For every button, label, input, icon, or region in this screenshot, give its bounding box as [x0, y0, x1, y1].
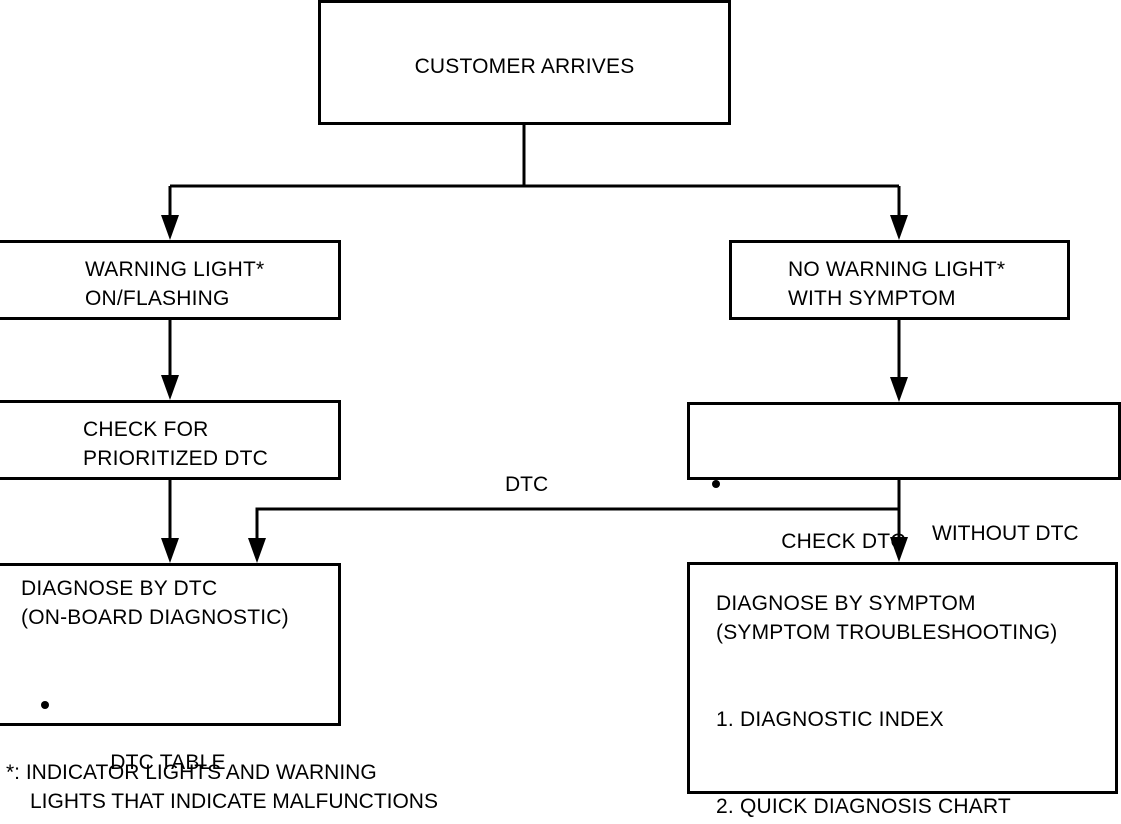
list-item: DTC TABLE	[35, 690, 276, 806]
node-diagnose-by-symptom[interactable]: DIAGNOSE BY SYMPTOM (SYMPTOM TROUBLESHOO…	[687, 562, 1118, 818]
node-check-prioritized-dtc-line2: PRIORITIZED DTC	[83, 447, 268, 470]
node-customer-arrives[interactable]: CUSTOMER ARRIVES	[318, 0, 731, 125]
arrowhead-check-prioritized	[161, 375, 179, 400]
bullet-dot-icon	[41, 701, 49, 709]
node-warning-light-line1: WARNING LIGHT*	[85, 258, 265, 281]
bullet-dot-icon	[712, 480, 720, 488]
list-item: CHECK DTC	[706, 469, 1055, 585]
arrowhead-warning-light	[161, 215, 179, 240]
node-diagnose-by-dtc[interactable]: DIAGNOSE BY DTC (ON-BOARD DIAGNOSTIC) DT…	[0, 563, 341, 774]
arrowhead-no-warning-light	[890, 215, 908, 240]
list-item-text: CHECK DTC	[781, 530, 906, 553]
connector-dtc-elbow	[255, 507, 899, 545]
node-diagnose-by-symptom-line2: (SYMPTOM TROUBLESHOOTING)	[716, 621, 1058, 644]
edge-label-without-dtc: WITHOUT DTC	[932, 522, 1079, 545]
node-customer-arrives-label: CUSTOMER ARRIVES	[414, 55, 635, 78]
arrowhead-dtc-into-diagnose	[248, 538, 266, 563]
edge-label-dtc: DTC	[505, 473, 549, 496]
node-check-prioritized-dtc[interactable]: CHECK FOR PRIORITIZED DTC	[0, 400, 341, 480]
list-item-text: DTC TABLE	[110, 751, 226, 774]
arrowhead-diagnose-by-dtc	[161, 538, 179, 563]
footnote-line-1: *: INDICATOR LIGHTS AND WARNING	[6, 761, 377, 784]
node-diagnose-by-dtc-line2: (ON-BOARD DIAGNOSTIC)	[21, 606, 289, 629]
node-check-prioritized-dtc-line1: CHECK FOR	[83, 418, 209, 441]
node-diagnose-by-symptom-line1: DIAGNOSE BY SYMPTOM	[716, 592, 976, 615]
node-check-dtc-tests[interactable]: CHECK DTC IGNITION ON TEST, IDLING TEST	[687, 402, 1121, 756]
diagnose-by-dtc-list: DTC TABLE DTC TROUBLESHOOTING FLOW	[35, 632, 276, 824]
list-item: 1. DIAGNOSTIC INDEX	[716, 708, 944, 731]
arrowhead-check-dtc	[890, 377, 908, 402]
node-no-warning-light-line1: NO WARNING LIGHT*	[788, 258, 1006, 281]
node-no-warning-light[interactable]: NO WARNING LIGHT* WITH SYMPTOM	[729, 240, 1070, 320]
node-no-warning-light-line2: WITH SYMPTOM	[788, 287, 956, 310]
node-warning-light-line2: ON/FLASHING	[85, 287, 230, 310]
footnote-line-2: LIGHTS THAT INDICATE MALFUNCTIONS	[30, 790, 438, 813]
node-warning-light[interactable]: WARNING LIGHT* ON/FLASHING	[0, 240, 341, 320]
node-diagnose-by-dtc-line1: DIAGNOSE BY DTC	[21, 577, 218, 600]
diagnose-by-symptom-list: 1. DIAGNOSTIC INDEX 2. QUICK DIAGNOSIS C…	[716, 647, 1011, 824]
arrowhead-diagnose-by-symptom	[890, 537, 908, 562]
list-item: 2. QUICK DIAGNOSIS CHART (IF MENTIONED)	[716, 795, 1011, 818]
